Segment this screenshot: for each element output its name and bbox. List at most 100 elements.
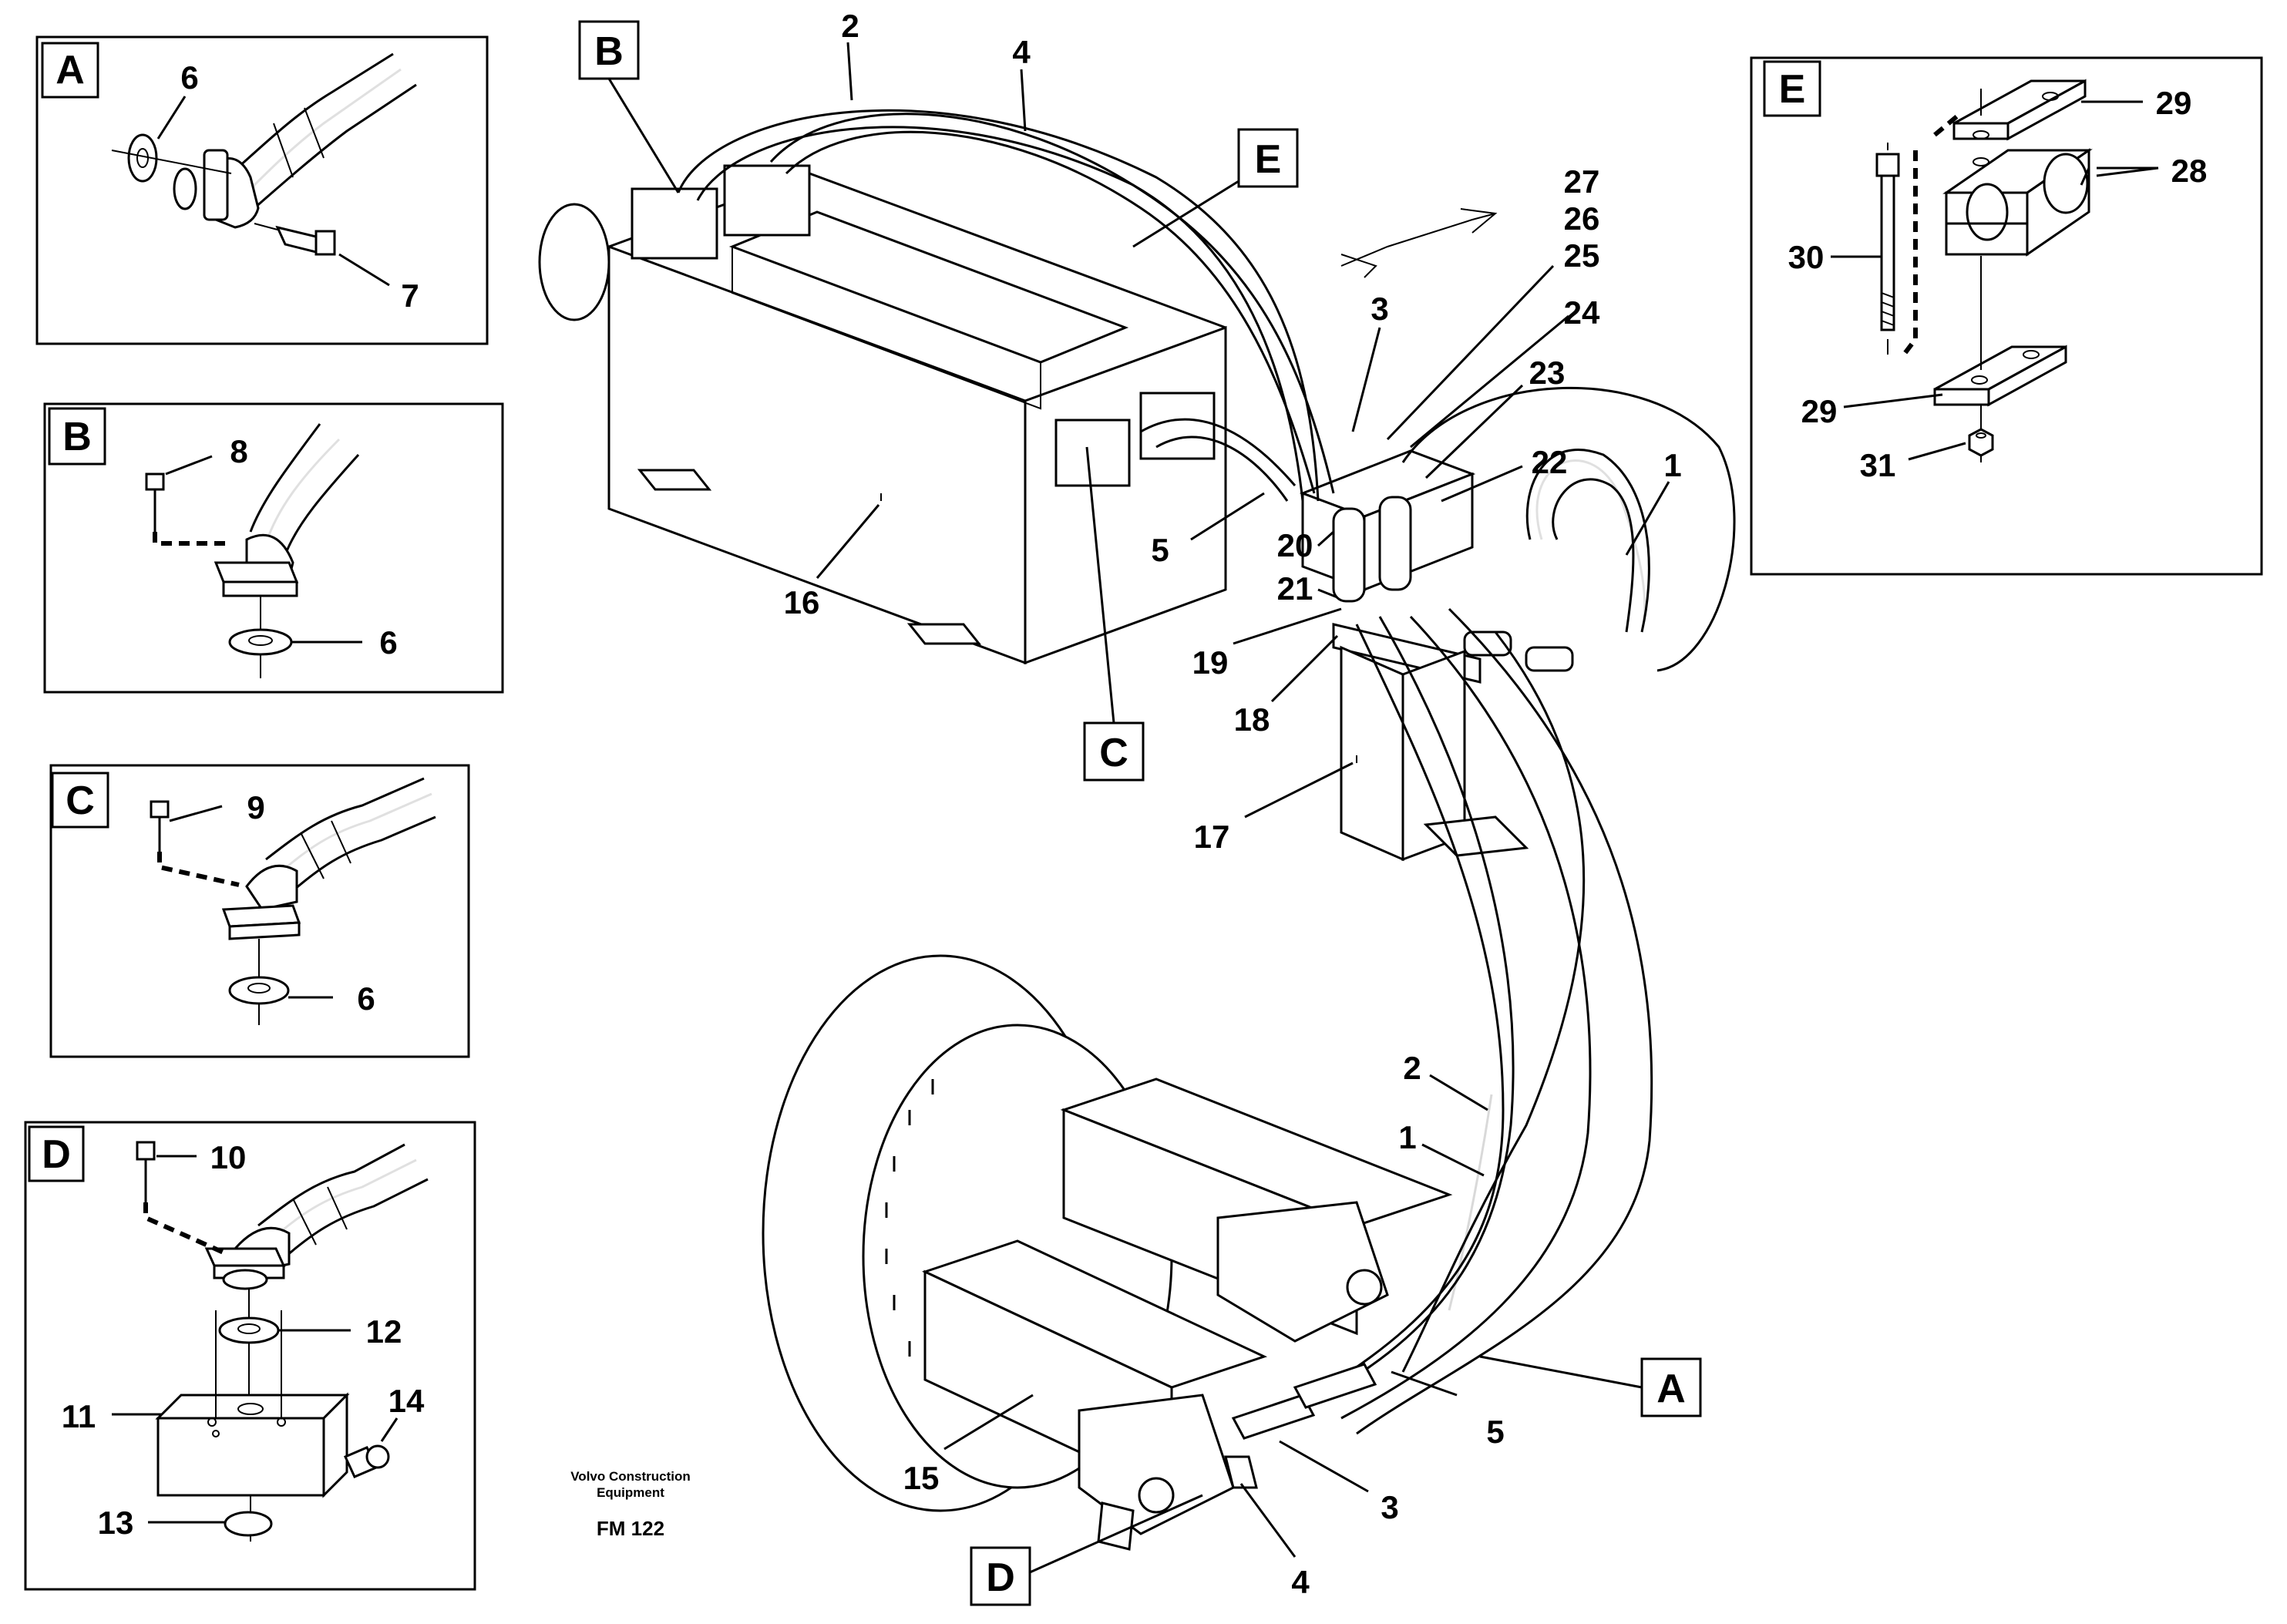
- detail-d-callout-10: 10: [210, 1139, 247, 1175]
- direction-arrow: [1340, 208, 1498, 267]
- ref-label-d: D: [986, 1555, 1015, 1600]
- footer-code: FM 122: [597, 1517, 664, 1540]
- detail-e-frame: [1750, 56, 2263, 576]
- tank-feet: [637, 469, 982, 645]
- detail-d-hose-bottom: [281, 1178, 429, 1262]
- detail-d: D 10 12: [24, 1121, 476, 1591]
- pump-fitting-5: [1293, 1363, 1377, 1409]
- pump-fitting-4: [1224, 1455, 1258, 1489]
- hose-4-outer: [769, 113, 1335, 494]
- detail-d-oring: [222, 1269, 268, 1290]
- detail-b-hose-right: [284, 453, 360, 556]
- detail-e-label: E: [1779, 67, 1806, 112]
- pipe-loop-large: [1401, 386, 1736, 672]
- detail-b-label-box: [48, 407, 106, 466]
- detail-c-label: C: [66, 778, 95, 823]
- detail-a-hose-shade: [245, 68, 402, 194]
- detail-a-leader-6: [156, 96, 187, 140]
- detail-e-bottom-plate-side: [1987, 345, 2067, 407]
- leader-2-bottom: [1429, 1074, 1488, 1111]
- detail-b-washer: [228, 628, 293, 656]
- detail-e-callout-31: 31: [1860, 447, 1896, 483]
- hose-5-lower: [1155, 435, 1289, 502]
- ref-leader-a: [1479, 1355, 1643, 1389]
- detail-c-label-box: [51, 772, 109, 829]
- callout-5-top: 5: [1151, 532, 1169, 568]
- detail-d-callout-11: 11: [62, 1398, 96, 1434]
- callout-27: 27: [1564, 163, 1600, 200]
- hose-4-inner: [785, 130, 1316, 494]
- detail-b: B 8 6: [43, 402, 504, 694]
- detail-a-hose-top: [230, 52, 394, 175]
- callout-25: 25: [1564, 237, 1600, 274]
- main-assembly: B E C A D 2 4 3 27 26 25 24 23 22 1 20: [538, 8, 1736, 1606]
- detail-e-top-plate-hole-2: [2042, 92, 2059, 101]
- leader-24: [1410, 314, 1569, 449]
- detail-c-hose-ferrule: [300, 820, 351, 879]
- hose-2-inner: [696, 126, 1304, 502]
- detail-b-washer-hole: [248, 635, 273, 646]
- callout-23: 23: [1529, 355, 1566, 391]
- callout-1-bottom: 1: [1398, 1119, 1416, 1155]
- detail-b-hose-left: [249, 423, 321, 533]
- detail-e-clamp-bore-2: [2043, 153, 2089, 214]
- detail-e-callout-29-bottom: 29: [1801, 393, 1838, 429]
- detail-e-nut-hole: [1976, 432, 1986, 439]
- detail-d-callout-14: 14: [388, 1383, 425, 1419]
- detail-e-callout-28: 28: [2171, 153, 2208, 189]
- ref-label-c: C: [1099, 731, 1128, 775]
- detail-b-callout-6: 6: [379, 624, 397, 661]
- leader-17: [1244, 762, 1354, 819]
- ref-leader-c: [1085, 446, 1115, 724]
- stand-front: [1340, 645, 1404, 862]
- detail-c-washer-hole: [247, 983, 271, 994]
- footer-company-line1: Volvo Construction: [570, 1469, 691, 1484]
- detail-a-flange: [203, 149, 229, 221]
- ref-leader-e: [1132, 180, 1239, 248]
- detail-a-label-box: [41, 42, 99, 99]
- ref-box-d: [970, 1546, 1031, 1606]
- detail-c-flange-side: [228, 921, 301, 940]
- detail-e-leader-28-b: [2080, 167, 2090, 186]
- leader-5-top: [1190, 492, 1265, 541]
- detail-d-callout-12: 12: [366, 1313, 402, 1350]
- pump-port-upper: [1346, 1269, 1383, 1306]
- callout-5-bottom: 5: [1486, 1414, 1504, 1450]
- leader-1-bottom: [1421, 1143, 1485, 1177]
- footer: Volvo Construction Equipment FM 122: [570, 1469, 691, 1540]
- detail-a-bolt-head: [314, 230, 336, 256]
- leader-4-bottom: [1239, 1483, 1297, 1558]
- detail-e-assembly-path: [1902, 113, 1959, 356]
- tank-16: [538, 164, 1227, 665]
- ref-label-a: A: [1656, 1367, 1686, 1411]
- detail-c: C 9 6: [49, 764, 470, 1058]
- detail-c-callout-6: 6: [357, 980, 375, 1017]
- valve-spool-2: [1378, 496, 1412, 591]
- ref-box-e: [1237, 128, 1299, 188]
- pipe-1-left: [1525, 449, 1650, 633]
- detail-e-top-plate-hole-1: [1973, 130, 1989, 140]
- callout-4-top: 4: [1012, 34, 1031, 70]
- long-hose-c: [1340, 615, 1592, 1420]
- ref-label-b: B: [594, 29, 624, 74]
- detail-e-bolt-head: [1875, 153, 1900, 177]
- ref-leader-b: [607, 78, 680, 193]
- callout-16: 16: [784, 584, 820, 620]
- callout-2-top: 2: [841, 8, 859, 44]
- detail-d-hose-ferrule: [292, 1186, 348, 1246]
- detail-c-frame: [49, 764, 470, 1058]
- leader-3-bottom: [1279, 1440, 1369, 1493]
- detail-d-frame: [24, 1121, 476, 1591]
- pump-flange-teeth: [885, 1079, 934, 1357]
- detail-e-leader-31: [1908, 442, 1966, 461]
- callout-17: 17: [1194, 819, 1230, 855]
- leader-15: [943, 1394, 1034, 1451]
- detail-d-label-box: [28, 1125, 85, 1182]
- detail-d-block-front: [156, 1417, 325, 1497]
- detail-a-label: A: [55, 48, 85, 92]
- detail-d-leader-14: [380, 1417, 399, 1442]
- ref-box-b: [578, 20, 640, 80]
- detail-d-bolt-path: [143, 1202, 225, 1255]
- detail-a-oring: [173, 167, 197, 210]
- detail-e-callout-30: 30: [1788, 239, 1825, 275]
